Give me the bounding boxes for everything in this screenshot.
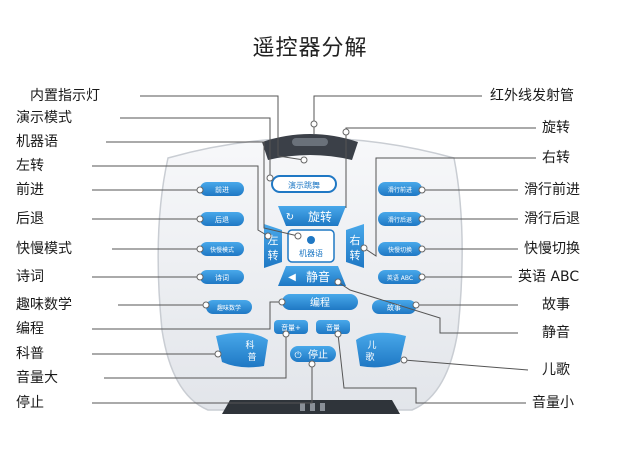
label-poem: 诗词 bbox=[16, 269, 44, 285]
robot-lang-label: 机器语 bbox=[299, 248, 323, 258]
song-button[interactable]: 儿 歌 bbox=[356, 332, 406, 368]
demo-button-label: 演示跳舞 bbox=[288, 180, 320, 190]
left-turn-label-1: 左 bbox=[268, 234, 279, 247]
back-label: 后退 bbox=[215, 215, 229, 224]
glide-forward-label: 滑行前进 bbox=[388, 186, 412, 194]
label-story: 故事 bbox=[542, 297, 570, 313]
label-rotate: 旋转 bbox=[542, 120, 570, 136]
label-ir-emitter: 红外线发射管 bbox=[490, 88, 574, 104]
label-song: 儿歌 bbox=[542, 362, 570, 378]
right-turn-label-2: 转 bbox=[350, 248, 361, 262]
science-button[interactable]: 科 普 bbox=[216, 332, 268, 368]
label-speed-switch: 快慢切换 bbox=[524, 241, 580, 257]
direction-pad: 机器语 旋转 ↻ 左 转 右 转 静音 ◀ bbox=[264, 206, 364, 286]
glide-forward-button[interactable]: 滑行前进 bbox=[378, 182, 422, 196]
volume-down-label: 音量 bbox=[326, 323, 340, 332]
robot-icon bbox=[307, 236, 315, 244]
volume-up-label: 音量+ bbox=[281, 323, 301, 332]
label-science: 科普 bbox=[16, 346, 44, 362]
stop-label: 停止 bbox=[308, 348, 328, 361]
label-robot-lang: 机器语 bbox=[16, 134, 58, 150]
song-label-1: 儿 bbox=[367, 340, 376, 351]
program-label: 编程 bbox=[310, 296, 330, 309]
speed-switch-button[interactable]: 快慢切换 bbox=[378, 242, 422, 256]
label-left-turn: 左转 bbox=[16, 158, 44, 174]
speed-mode-button[interactable]: 快慢模式 bbox=[200, 242, 244, 256]
song-label-2: 歌 bbox=[365, 351, 374, 363]
label-mute: 静音 bbox=[542, 325, 570, 341]
label-program: 编程 bbox=[16, 321, 44, 337]
glide-back-label: 滑行后退 bbox=[388, 216, 412, 224]
forward-button[interactable]: 前进 bbox=[200, 182, 244, 196]
label-speed-mode: 快慢模式 bbox=[16, 241, 72, 257]
rotate-icon: ↻ bbox=[286, 212, 294, 223]
label-stop: 停止 bbox=[16, 395, 44, 411]
math-button[interactable]: 趣味数学 bbox=[206, 300, 252, 314]
poem-label: 诗词 bbox=[215, 273, 229, 282]
poem-button[interactable]: 诗词 bbox=[200, 270, 244, 284]
story-button[interactable]: 故事 bbox=[372, 300, 416, 314]
speed-mode-label: 快慢模式 bbox=[210, 246, 234, 254]
volume-up-button[interactable]: 音量+ bbox=[274, 320, 308, 334]
left-turn-label-2: 转 bbox=[268, 248, 279, 262]
story-label: 故事 bbox=[387, 303, 401, 312]
volume-down-button[interactable]: 音量 bbox=[316, 320, 350, 334]
forward-label: 前进 bbox=[215, 185, 229, 194]
right-turn-label-1: 右 bbox=[350, 233, 361, 247]
leader-lines bbox=[92, 95, 536, 404]
english-label: 英语 ABC bbox=[387, 274, 413, 282]
mute-icon: ◀ bbox=[288, 272, 296, 283]
science-label-1: 科 bbox=[245, 339, 254, 351]
speed-switch-label: 快慢切换 bbox=[388, 246, 412, 254]
science-label-2: 普 bbox=[247, 351, 256, 363]
label-volume-down: 音量小 bbox=[532, 395, 574, 411]
english-button[interactable]: 英语 ABC bbox=[378, 270, 422, 284]
right-button-column: 滑行前进 滑行后退 快慢切换 英语 ABC 故事 儿 歌 bbox=[356, 182, 422, 368]
label-right-turn: 右转 bbox=[542, 150, 570, 166]
label-math: 趣味数学 bbox=[16, 297, 72, 313]
power-icon: ⏻ bbox=[294, 350, 301, 361]
back-button[interactable]: 后退 bbox=[200, 212, 244, 226]
label-glide-forward: 滑行前进 bbox=[524, 182, 580, 198]
left-button-column: 前进 后退 快慢模式 诗词 趣味数学 科 普 bbox=[200, 182, 268, 368]
mute-label: 静音 bbox=[306, 269, 330, 284]
program-button[interactable]: 编程 bbox=[282, 294, 358, 310]
label-forward: 前进 bbox=[16, 182, 44, 198]
label-back: 后退 bbox=[16, 211, 44, 227]
glide-back-button[interactable]: 滑行后退 bbox=[378, 212, 422, 226]
rotate-label: 旋转 bbox=[308, 209, 332, 224]
leader-dots bbox=[196, 120, 426, 368]
label-glide-back: 滑行后退 bbox=[524, 211, 580, 227]
stop-button[interactable]: ⏻ 停止 bbox=[290, 346, 336, 362]
label-volume-up: 音量大 bbox=[16, 370, 58, 386]
label-indicator-light: 内置指示灯 bbox=[30, 88, 100, 104]
page-title: 遥控器分解 bbox=[252, 36, 368, 61]
math-label: 趣味数学 bbox=[217, 304, 241, 312]
demo-button[interactable]: 演示跳舞 bbox=[271, 175, 337, 193]
label-demo-mode: 演示模式 bbox=[16, 110, 72, 126]
label-english: 英语 ABC bbox=[518, 269, 580, 285]
